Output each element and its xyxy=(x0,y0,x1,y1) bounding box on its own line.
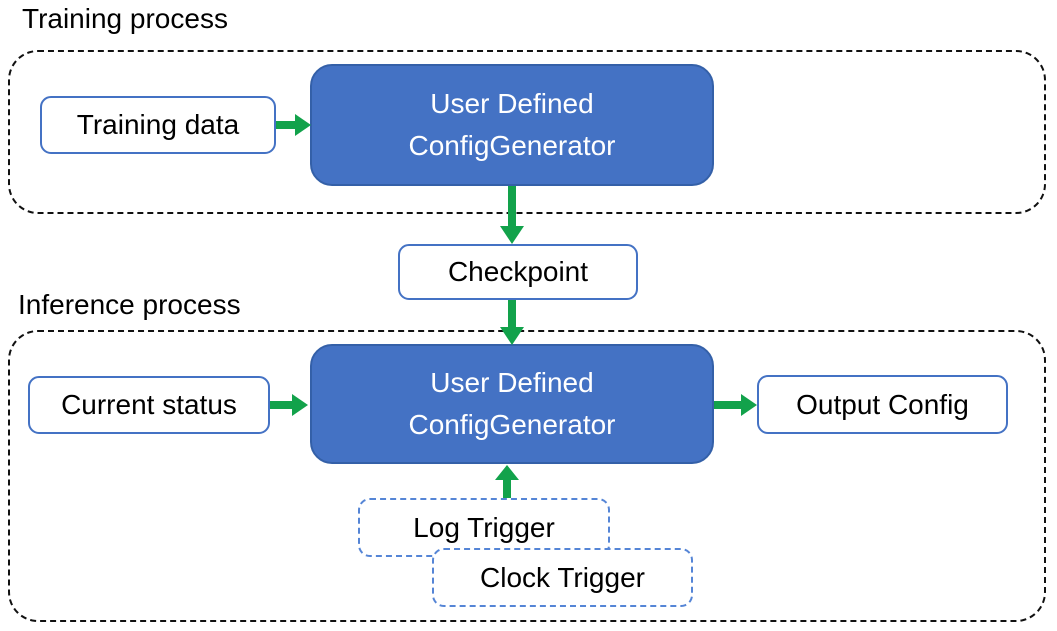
arrow-generator-to-output-icon xyxy=(714,392,757,418)
training-process-container xyxy=(8,50,1046,214)
training-generator-label-line2: ConfigGenerator xyxy=(408,130,616,161)
clock-trigger-box: Clock Trigger xyxy=(432,548,693,607)
output-config-box: Output Config xyxy=(757,375,1008,434)
inference-process-container xyxy=(8,330,1046,622)
inference-generator-label-line1: User Defined xyxy=(430,367,594,398)
training-generator-label-line1: User Defined xyxy=(430,88,594,119)
checkpoint-box: Checkpoint xyxy=(398,244,638,300)
training-process-title: Training process xyxy=(22,3,228,34)
arrow-training-data-to-generator-icon xyxy=(276,112,311,138)
current-status-box: Current status xyxy=(28,376,270,434)
inference-generator-label-line2: ConfigGenerator xyxy=(408,409,616,440)
arrow-generator-to-checkpoint-icon xyxy=(499,186,525,244)
arrow-current-status-to-generator-icon xyxy=(270,392,308,418)
inference-process-title: Inference process xyxy=(18,289,241,320)
arrow-trigger-to-generator-icon xyxy=(494,465,520,498)
training-generator-box: User Defined ConfigGenerator xyxy=(310,64,714,186)
arrow-checkpoint-to-generator-icon xyxy=(499,300,525,345)
training-data-box: Training data xyxy=(40,96,276,154)
inference-generator-box: User Defined ConfigGenerator xyxy=(310,344,714,464)
log-trigger-box: Log Trigger xyxy=(358,498,610,557)
